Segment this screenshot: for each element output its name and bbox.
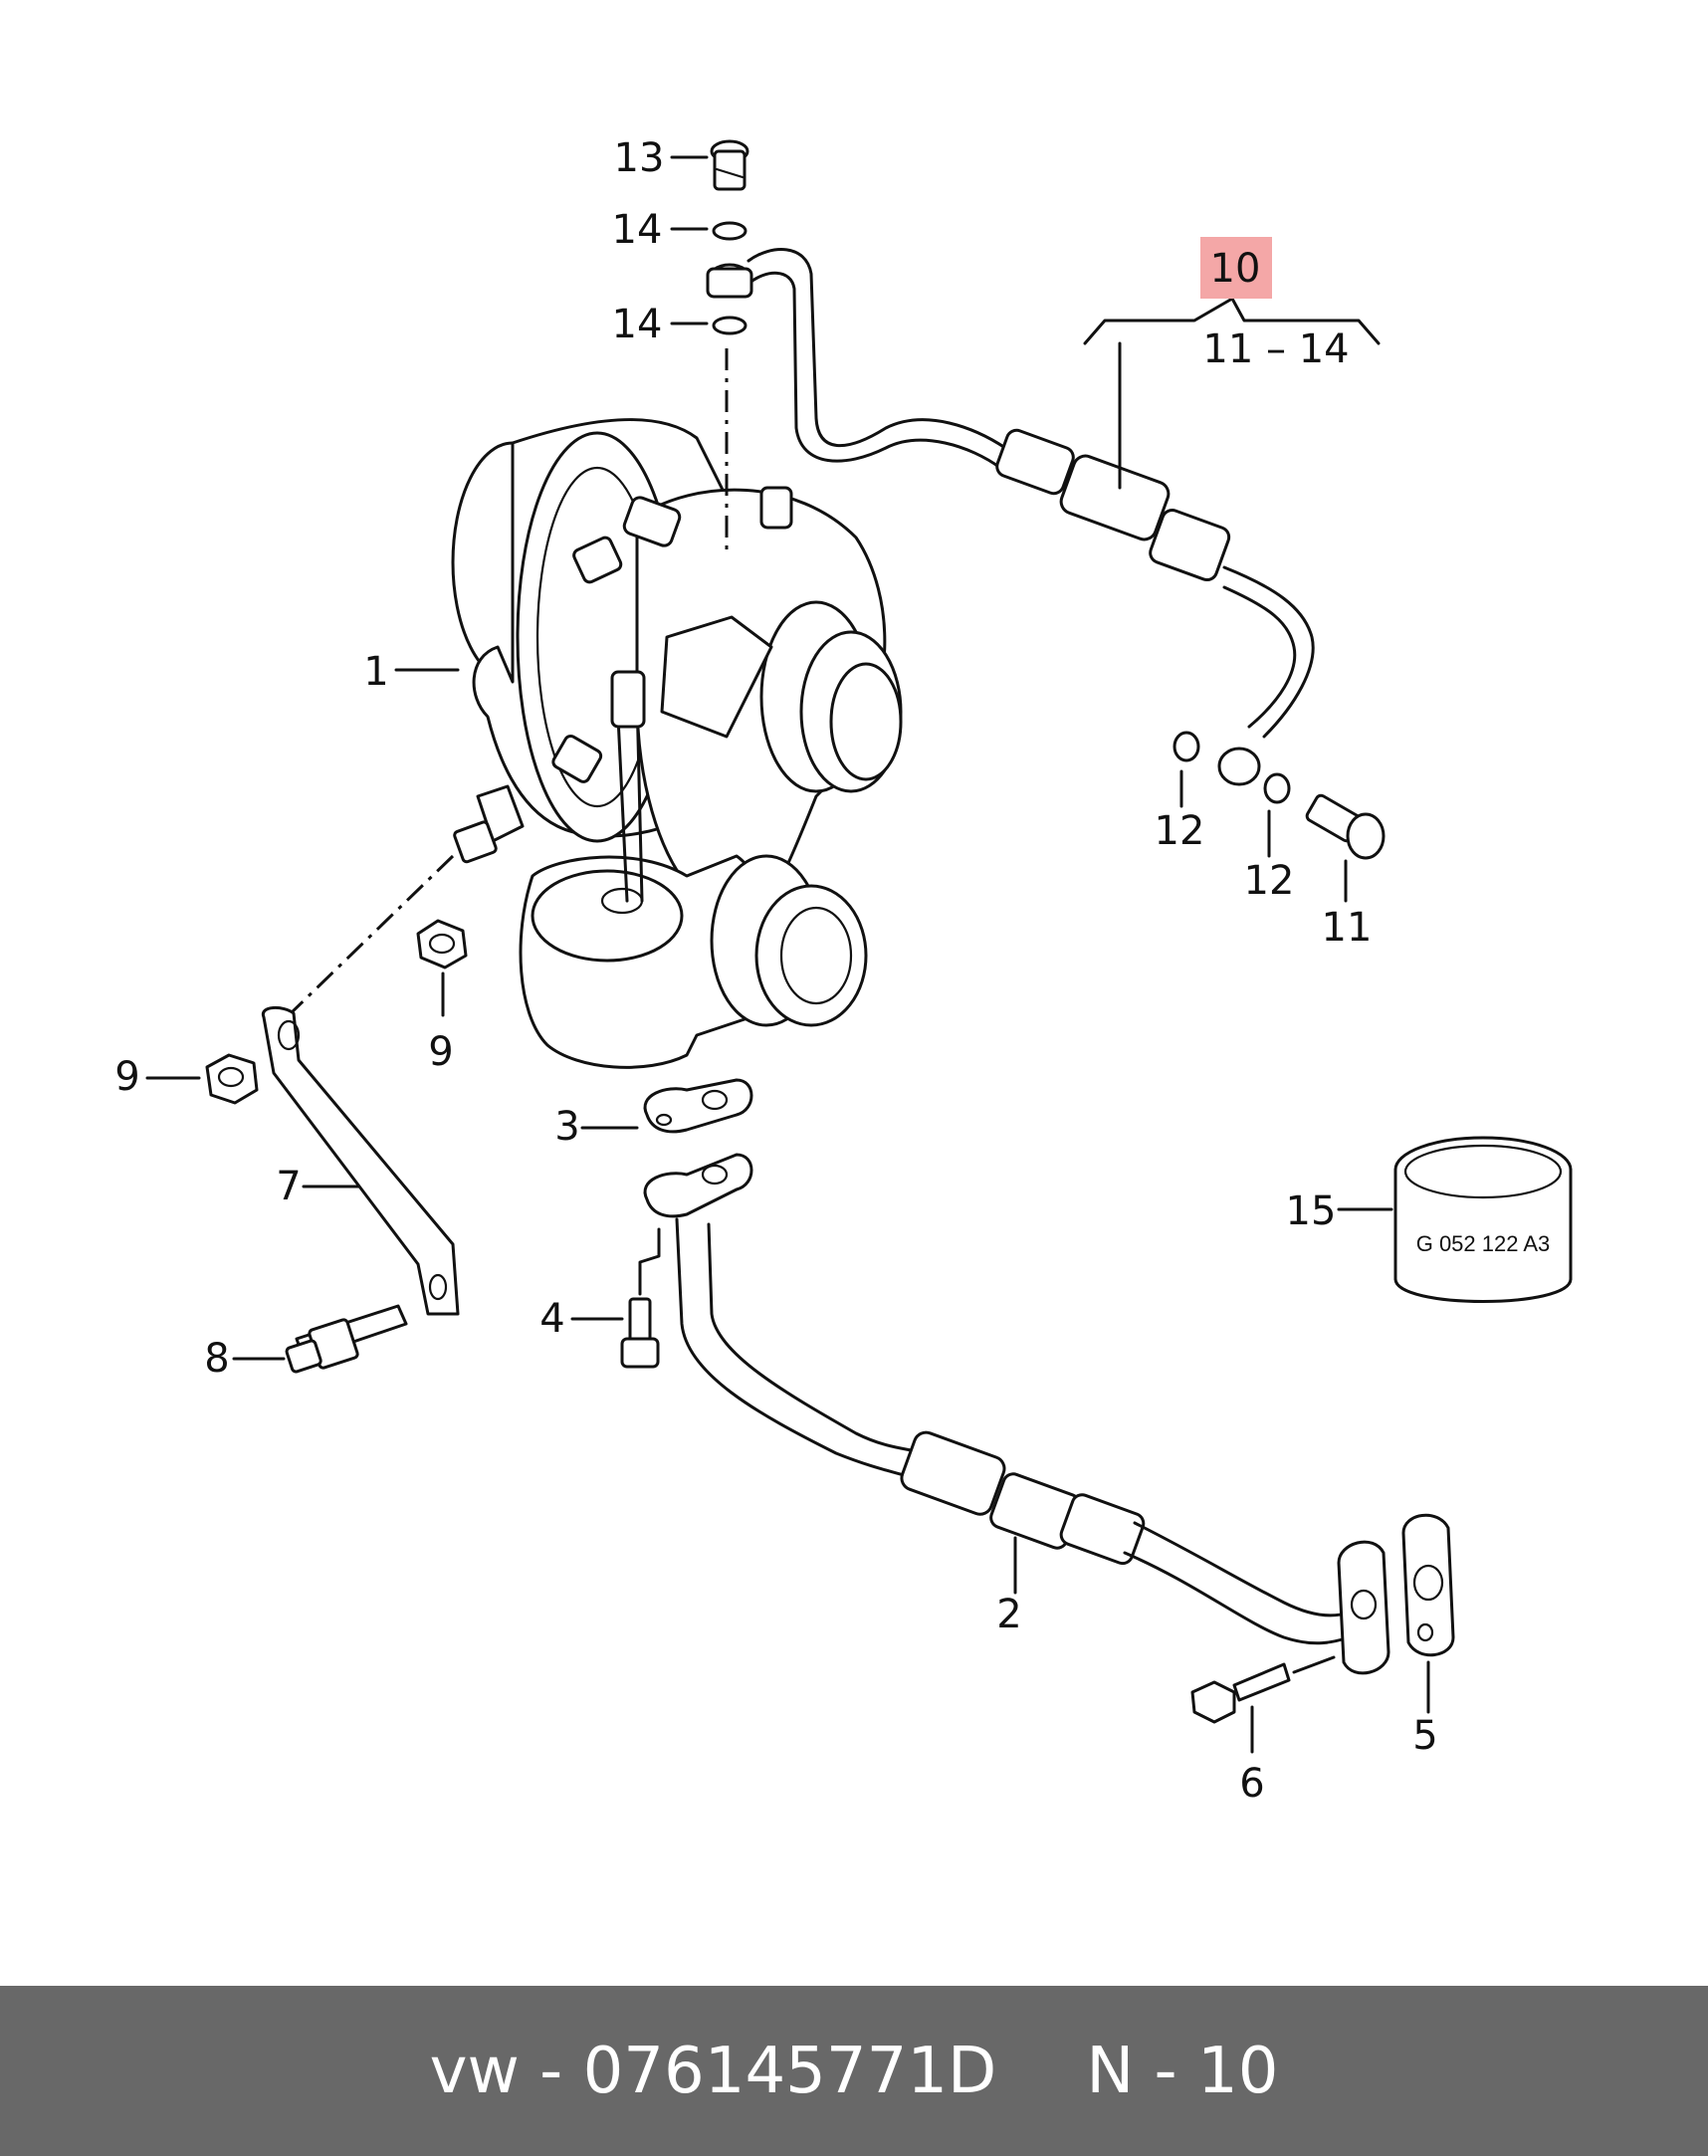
bolt-part-6[interactable] [1190, 1662, 1291, 1724]
washer-part-12-b[interactable] [1263, 772, 1291, 804]
nut-part-9-center[interactable] [416, 919, 468, 970]
stud-part-8[interactable] [285, 1304, 408, 1374]
gasket-part-3[interactable] [643, 1078, 753, 1134]
oil-return-pipe-part-2[interactable] [643, 1153, 1390, 1675]
sleeve-marking-text: G 052 122 A3 [1416, 1231, 1551, 1256]
footer-bar: vw - 076145771D N - 10 [0, 1986, 1708, 2156]
label-part-9-center: 9 [428, 1029, 453, 1075]
banjo-bolt-part-11[interactable] [1305, 793, 1386, 860]
label-part-4: 4 [539, 1296, 564, 1342]
screw-part-4[interactable] [620, 1297, 660, 1369]
label-part-9-left: 9 [114, 1054, 139, 1100]
washer-part-12-a[interactable] [1173, 731, 1200, 762]
label-part-8: 8 [204, 1336, 229, 1382]
label-part-6: 6 [1239, 1761, 1264, 1807]
nut-part-9-left[interactable] [205, 1053, 259, 1105]
oil-feed-pipe-part-10[interactable] [706, 248, 1315, 786]
label-part-1: 1 [363, 649, 388, 695]
exploded-parts-diagram: G 052 122 A3 1 2 3 4 5 6 7 8 9 9 10 11 –… [114, 135, 1573, 1807]
label-part-7: 7 [276, 1164, 301, 1209]
alignment-leader-bolt-6 [1292, 1655, 1336, 1674]
turbocharger-part-1[interactable] [451, 418, 903, 1069]
alignment-dash-bracket [287, 854, 455, 1017]
label-part-3: 3 [554, 1104, 579, 1150]
label-part-14-top: 14 [612, 207, 663, 253]
label-part-12-b: 12 [1244, 858, 1295, 904]
label-part-10: 10 [1210, 246, 1261, 292]
label-part-12-a: 12 [1155, 808, 1205, 854]
gasket-part-5[interactable] [1401, 1513, 1455, 1657]
label-part-15: 15 [1286, 1188, 1337, 1234]
washer-part-14-bottom[interactable] [712, 316, 747, 335]
sleeve-part-15[interactable]: G 052 122 A3 [1393, 1136, 1573, 1303]
footer-part-number: vw - 076145771D [429, 2034, 997, 2108]
label-part-2: 2 [996, 1592, 1021, 1637]
alignment-leader-screw-4 [638, 1227, 661, 1296]
footer-diagram-ref: N - 10 [1086, 2034, 1279, 2108]
label-part-11: 11 [1322, 905, 1373, 951]
highlight-part-10 [1200, 237, 1272, 299]
banjo-bolt-part-13[interactable] [710, 139, 749, 191]
label-part-14-bottom: 14 [612, 302, 663, 347]
washer-part-14-top[interactable] [712, 221, 747, 241]
label-parts-11-14: 11 – 14 [1202, 326, 1349, 372]
label-part-13: 13 [614, 135, 665, 181]
bracket-part-7[interactable] [261, 1006, 460, 1316]
label-part-5: 5 [1412, 1713, 1437, 1759]
